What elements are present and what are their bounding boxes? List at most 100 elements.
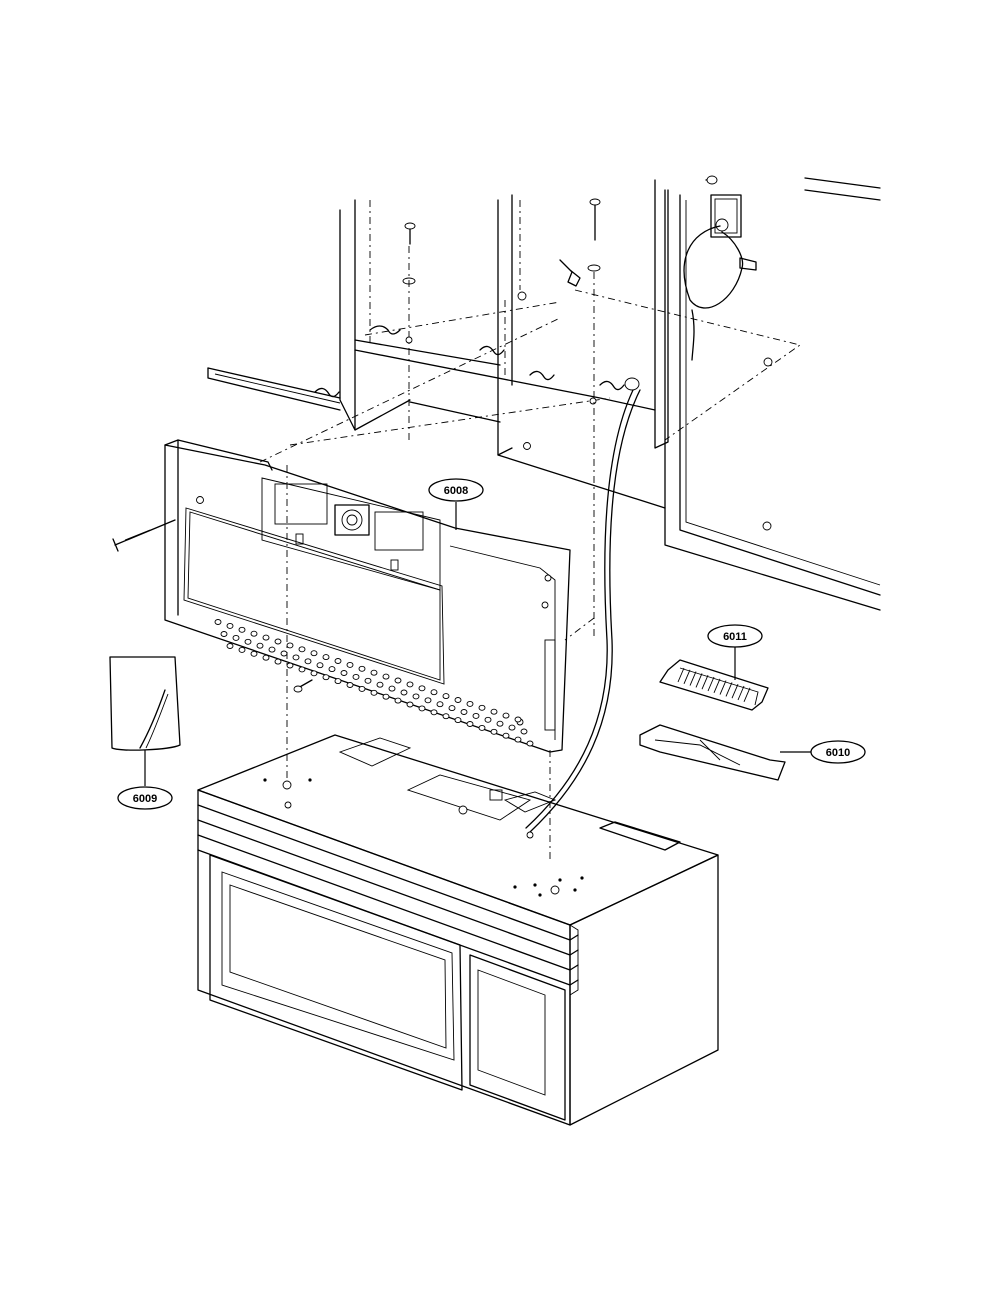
plate-slot — [226, 622, 234, 629]
plate-slot — [244, 638, 252, 645]
plate-slot — [238, 646, 246, 653]
plate-slot — [466, 700, 474, 707]
filter-rib — [725, 682, 733, 697]
plate-slot — [274, 658, 282, 665]
plate-slot — [292, 654, 300, 661]
plate-slot — [508, 724, 516, 731]
filter-rib — [689, 671, 697, 686]
plate-slot — [298, 666, 306, 673]
plate-slot — [418, 685, 426, 692]
cabinet-structure — [207, 177, 881, 611]
plate-slot — [268, 646, 276, 653]
plate-slot — [262, 654, 270, 661]
plate-slot — [304, 658, 312, 665]
callout-label-6008: 6008 — [444, 485, 468, 497]
plate-slot — [316, 662, 324, 669]
filter-rib — [737, 685, 745, 701]
plate-slot — [346, 661, 354, 668]
plate-slot — [400, 689, 408, 696]
callout-6009: 6009 — [117, 750, 173, 810]
plate-slot — [370, 669, 378, 676]
plate-slot — [286, 642, 294, 649]
plate-slot — [358, 665, 366, 672]
plate-slot — [376, 681, 384, 688]
filter-rib — [701, 675, 709, 690]
plate-slot — [454, 697, 462, 703]
plate-slot — [256, 642, 264, 649]
plate-slot — [226, 643, 234, 649]
plate-slot — [418, 705, 426, 712]
plate-slot — [502, 732, 510, 739]
plate-slot — [238, 626, 246, 633]
plate-slot — [454, 717, 462, 724]
plate-slot — [514, 736, 522, 743]
plate-slot — [382, 693, 390, 700]
callout-label-6011: 6011 — [723, 631, 747, 643]
plate-slot — [328, 666, 336, 673]
plate-slot — [220, 631, 228, 637]
plate-slot — [334, 678, 342, 685]
grease-filter — [659, 659, 769, 711]
plate-slot — [364, 677, 372, 684]
plate-slot — [370, 689, 378, 696]
plate-slot — [502, 712, 510, 719]
plate-slot — [490, 728, 498, 735]
plate-slot — [442, 693, 450, 700]
plate-slot — [250, 650, 258, 657]
callout-label-6009: 6009 — [133, 793, 157, 805]
plate-slot — [274, 638, 282, 645]
plate-slot — [322, 674, 330, 681]
callout-6010: 6010 — [780, 740, 866, 764]
filter-rib — [707, 676, 715, 692]
plate-slot — [214, 619, 222, 625]
plate-slot — [352, 673, 360, 680]
plate-slot — [310, 670, 318, 677]
plate-slot — [466, 721, 474, 727]
callout-label-6010: 6010 — [826, 747, 850, 759]
plate-slot — [406, 681, 414, 688]
plate-slot — [334, 658, 342, 664]
filter-rib — [683, 669, 691, 684]
microwave-oven — [197, 734, 719, 1126]
top-screws — [402, 198, 601, 640]
plate-slots — [214, 619, 534, 747]
filter-rib — [743, 687, 751, 702]
plate-slot — [478, 724, 486, 731]
plate-slot — [478, 704, 486, 711]
plate-slot — [472, 712, 480, 719]
plate-slot — [340, 670, 348, 676]
plate-slot — [484, 716, 492, 723]
plate-slot — [280, 650, 288, 657]
plate-slot — [406, 701, 414, 708]
plate-slot — [394, 677, 402, 684]
plate-slot — [424, 697, 432, 704]
plate-slot — [298, 646, 306, 653]
plate-slot — [412, 693, 420, 700]
plate-slot — [442, 713, 450, 720]
installation-template — [109, 656, 181, 751]
plate-slot — [436, 701, 444, 708]
plate-slot — [382, 673, 390, 680]
filter-rib — [719, 680, 727, 695]
plate-slot — [310, 650, 318, 657]
plate-slot — [250, 630, 258, 637]
plate-slot — [526, 740, 534, 747]
filter-rib — [677, 667, 685, 683]
damper-tray — [639, 724, 786, 781]
plate-slot — [388, 685, 396, 692]
plate-slot — [496, 720, 504, 727]
filter-rib — [713, 678, 721, 693]
plate-slot — [346, 682, 354, 688]
plate-slot — [358, 685, 366, 692]
filter-rib — [695, 673, 703, 688]
power-cord-outlet — [525, 175, 757, 833]
plate-slot — [460, 709, 468, 715]
mounting-plate — [112, 439, 595, 860]
plate-slot — [520, 728, 528, 735]
callout-6008: 6008 — [428, 478, 484, 530]
plate-slot — [514, 716, 522, 723]
plate-slot — [430, 709, 438, 716]
plate-slot — [232, 634, 240, 641]
callout-6011: 6011 — [707, 624, 763, 680]
